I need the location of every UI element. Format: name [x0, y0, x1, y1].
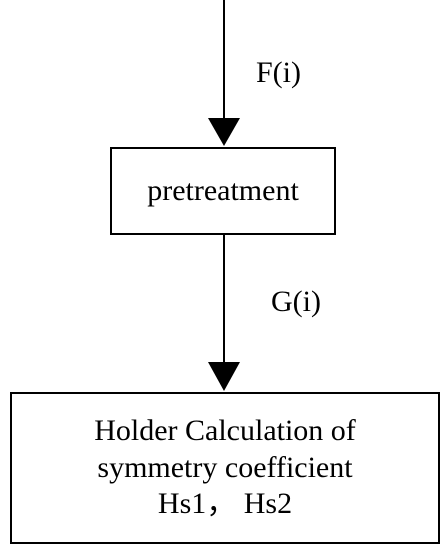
edge-label-fi: F(i) — [256, 56, 301, 89]
edge-label-gi: G(i) — [271, 285, 321, 318]
input-arrow-head — [208, 118, 240, 146]
holder-label-line-1: Holder Calculation of — [94, 413, 356, 447]
holder-label-line-2: symmetry coefficient — [97, 450, 353, 484]
pretreatment-box: pretreatment — [110, 147, 336, 235]
holder-label-line-3: Hs1， Hs2 — [157, 487, 293, 521]
holder-calculation-box: Holder Calculation of symmetry coefficie… — [10, 392, 440, 544]
output-arrow-head — [208, 362, 240, 391]
pretreatment-label: pretreatment — [147, 174, 299, 207]
